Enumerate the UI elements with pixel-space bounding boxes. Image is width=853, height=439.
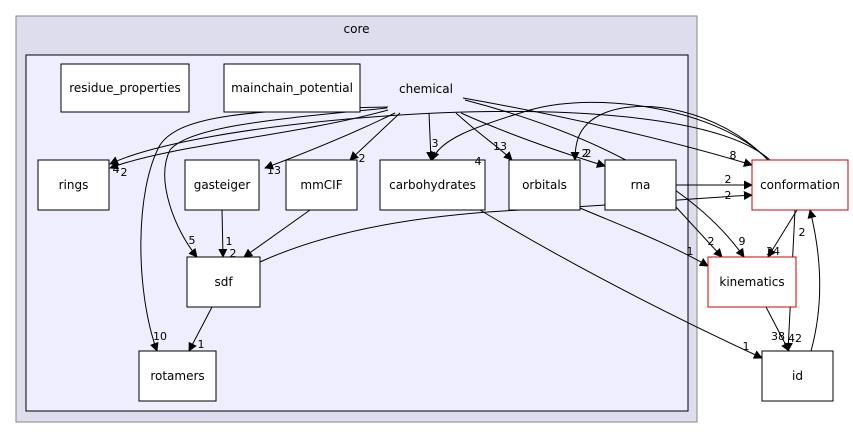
edge-chemical-to-carbohydrates [426, 112, 436, 161]
node-label-rings: rings [59, 178, 89, 192]
edge-label-orbitals-to-kinematics[interactable]: 1 [687, 245, 694, 258]
edge-label-chemical-to-sdf[interactable]: 5 [189, 234, 196, 247]
edge-label-chemical-to-rna[interactable]: 2 [582, 147, 589, 160]
edge-label-chemical-to-kinematics[interactable]: 9 [739, 235, 746, 248]
edge-label-sdf-to-rotamers[interactable]: 1 [198, 338, 205, 351]
edge-label-chemical-to-orbitals[interactable]: 13 [493, 140, 507, 153]
edge-label-chemical-to-rings[interactable]: 4 [113, 163, 120, 176]
node-label-rotamers: rotamers [150, 369, 204, 383]
node-gasteiger[interactable]: gasteiger [184, 159, 260, 211]
node-box-mmCIF[interactable] [285, 159, 358, 211]
edge-kinematics-to-id [765, 306, 790, 352]
node-box-residue_properties[interactable] [60, 63, 190, 113]
node-label-id: id [792, 369, 803, 383]
node-label-conformation: conformation [760, 178, 840, 192]
edge-chemical-to-mmCIF [349, 112, 401, 161]
node-label-sdf: sdf [214, 275, 233, 289]
node-box-rna[interactable] [604, 159, 677, 211]
node-box-rings[interactable] [37, 159, 110, 211]
edge-label-conformation-to-carbohydrates[interactable]: 4 [475, 155, 482, 168]
edge-conformation-to-carbohydrates [430, 101, 769, 161]
edge-chemical-to-orbitals [455, 112, 513, 161]
node-label-carbohydrates: carbohydrates [389, 178, 476, 192]
edge-label-sdf-to-conformation[interactable]: 2 [725, 189, 732, 202]
node-box-carbohydrates[interactable] [379, 159, 486, 211]
node-residue_properties[interactable]: residue_properties [60, 63, 190, 113]
edge-label-carbohydrates-to-id[interactable]: 1 [743, 340, 750, 353]
node-box-gasteiger[interactable] [184, 159, 260, 211]
edge-label-rna-to-kinematics[interactable]: 2 [708, 235, 715, 248]
edge-carbohydrates-to-id [479, 209, 763, 359]
edge-sdf-to-rotamers [188, 306, 213, 352]
node-label-mmCIF: mmCIF [300, 178, 342, 192]
edge-label-rna-to-conformation[interactable]: 2 [725, 173, 732, 186]
node-box-mainchain_potential[interactable] [223, 63, 361, 113]
cluster-label-core: core [344, 22, 370, 36]
edge-chemical-to-gasteiger [264, 112, 396, 170]
edge-label-mmCIF-to-sdf[interactable]: 2 [230, 247, 237, 260]
edge-label-chemical-to-rotamers[interactable]: 10 [153, 330, 167, 343]
edge-conformation-to-orbitals [570, 105, 769, 161]
node-label-orbitals: orbitals [522, 178, 567, 192]
node-box-rotamers[interactable] [138, 350, 217, 402]
edge-chemical-to-sdf [164, 107, 388, 258]
edge-id-to-conformation [807, 209, 821, 352]
edge-label-chemical-to-conformation[interactable]: 8 [730, 149, 737, 162]
node-label-residue_properties: residue_properties [69, 81, 180, 95]
node-box-kinematics[interactable] [707, 256, 797, 308]
node-mainchain_potential[interactable]: mainchain_potential [223, 63, 361, 113]
node-rna[interactable]: rna [604, 159, 677, 211]
edge-orbitals-to-kinematics [579, 207, 709, 267]
edge-label-conformation-to-orbitals[interactable]: 2 [585, 147, 592, 160]
edge-gasteiger-to-sdf [218, 209, 228, 258]
edge-conformation-to-rings [109, 110, 771, 165]
edge-label-chemical-to-carbohydrates[interactable]: 3 [432, 137, 439, 150]
node-mmCIF[interactable]: mmCIF [285, 159, 358, 211]
edge-label-gasteiger-to-sdf[interactable]: 1 [226, 235, 233, 248]
node-label-rna: rna [631, 178, 651, 192]
node-label-gasteiger: gasteiger [194, 178, 251, 192]
node-kinematics[interactable]: kinematics [707, 256, 797, 308]
edge-chemical-to-rna [460, 112, 606, 168]
edge-label-chemical-to-mmCIF[interactable]: 2 [359, 152, 366, 165]
node-box-conformation[interactable] [751, 159, 849, 211]
node-conformation[interactable]: conformation [751, 159, 849, 211]
edge-label-id-to-conformation[interactable]: 2 [799, 226, 806, 239]
edge-label-chemical-to-gasteiger[interactable]: 13 [267, 164, 281, 177]
node-carbohydrates[interactable]: carbohydrates [379, 159, 486, 211]
node-box-id[interactable] [761, 350, 834, 402]
node-rings[interactable]: rings [37, 159, 110, 211]
node-orbitals[interactable]: orbitals [508, 159, 581, 211]
edge-chemical-to-conformation [462, 97, 753, 167]
node-label-mainchain_potential: mainchain_potential [231, 81, 353, 95]
edge-label-conformation-to-kinematics[interactable]: 34 [766, 245, 780, 258]
edge-label-conformation-to-rings[interactable]: 2 [121, 166, 128, 179]
edge-conformation-to-kinematics [767, 209, 798, 258]
node-box-sdf[interactable] [186, 256, 261, 308]
cluster-label-chemical[interactable]: chemical [399, 82, 453, 96]
node-sdf[interactable]: sdf [186, 256, 261, 308]
node-id[interactable]: id [761, 350, 834, 402]
node-rotamers[interactable]: rotamers [138, 350, 217, 402]
edge-label-kinematics-to-id[interactable]: 38 [771, 330, 785, 343]
edge-label-conformation-to-id[interactable]: 42 [788, 332, 802, 345]
cluster-chemical [25, 54, 689, 412]
edge-mmCIF-to-sdf [243, 209, 311, 258]
node-label-kinematics: kinematics [719, 275, 784, 289]
edge-rna-to-kinematics [675, 206, 723, 258]
node-box-orbitals[interactable] [508, 159, 581, 211]
